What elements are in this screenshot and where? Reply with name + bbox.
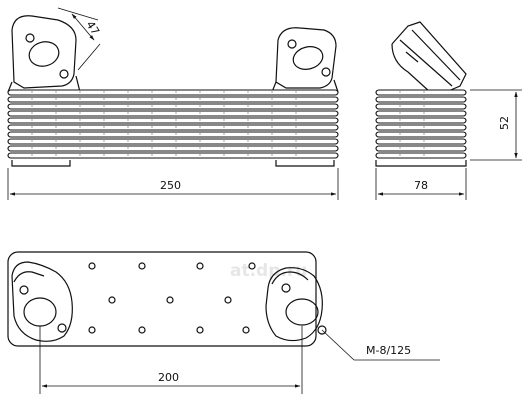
fin-plate	[375, 145, 467, 152]
left-flange	[7, 15, 81, 93]
rivet-dot	[224, 296, 232, 304]
right-flange	[271, 27, 339, 93]
rivet-dot	[196, 262, 204, 270]
depth-dimension-label: 78	[414, 179, 428, 192]
thread-callout-label: M-8/125	[366, 344, 411, 357]
side-flange	[391, 21, 467, 93]
rivet-dot	[108, 296, 116, 304]
fin-plate	[7, 103, 339, 110]
rivet-dot	[138, 262, 146, 270]
rivet-dot	[248, 262, 256, 270]
fin-plate	[375, 124, 467, 131]
fin-plate	[7, 89, 339, 96]
spacing-dimension: 200	[39, 326, 303, 394]
fin-plate	[375, 117, 467, 124]
fin-plate	[7, 117, 339, 124]
right-port	[265, 267, 327, 342]
fin-plate	[375, 110, 467, 117]
spacing-dimension-label: 200	[158, 371, 179, 384]
fin-plate	[375, 131, 467, 138]
fin-plate	[7, 131, 339, 138]
fin-plate	[375, 103, 467, 110]
fin-plate	[375, 138, 467, 145]
fin-plate	[7, 124, 339, 131]
rivet-dot	[166, 296, 174, 304]
fin-plate	[7, 138, 339, 145]
thread-callout: M-8/125	[321, 329, 440, 361]
angle-dimension-label: 47	[83, 19, 101, 38]
fin-plate	[375, 152, 467, 159]
side-view	[375, 21, 467, 167]
left-port	[11, 261, 73, 342]
dot-grid	[88, 262, 256, 334]
length-dimension-label: 250	[160, 179, 181, 192]
length-dimension: 250	[7, 168, 339, 200]
side-fin-stack	[375, 89, 467, 159]
fin-plate	[7, 152, 339, 159]
height-dimension-label: 52	[498, 116, 511, 130]
rivet-dot	[88, 262, 96, 270]
rivet-dot	[88, 326, 96, 334]
fin-plate	[7, 145, 339, 152]
height-dimension: 52	[470, 89, 522, 161]
fin-plate	[7, 96, 339, 103]
fin-plate	[375, 96, 467, 103]
fin-plate	[7, 110, 339, 117]
angle-dimension: 47	[57, 7, 102, 71]
front-view	[7, 15, 339, 167]
top-plate	[7, 251, 317, 347]
front-fin-stack	[7, 89, 339, 159]
top-view	[7, 251, 327, 347]
rivet-dot	[242, 326, 250, 334]
fin-plate	[375, 89, 467, 96]
rivet-dot	[196, 326, 204, 334]
depth-dimension: 78	[375, 168, 467, 200]
watermark-text: at.dp.ru	[230, 261, 307, 281]
rivet-dot	[138, 326, 146, 334]
